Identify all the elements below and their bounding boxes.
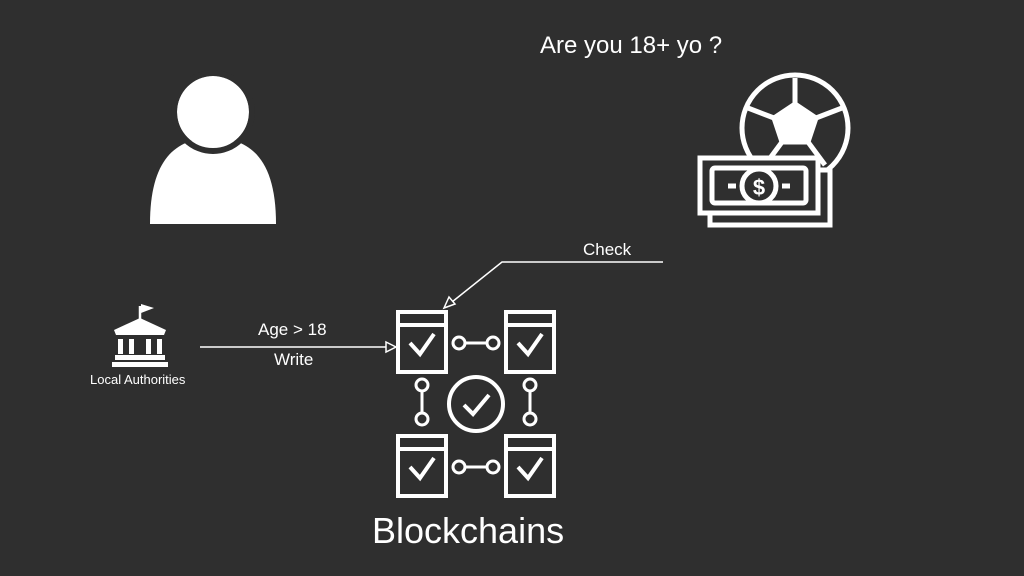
age-question: Are you 18+ yo ? xyxy=(540,32,723,59)
age-condition-label: Age > 18 xyxy=(258,320,327,339)
check-arrow xyxy=(442,261,663,310)
block-top-right xyxy=(504,310,556,374)
svg-text:$: $ xyxy=(753,175,765,200)
check-label: Check xyxy=(583,240,632,259)
write-arrow xyxy=(200,340,398,354)
write-label: Write xyxy=(274,350,314,369)
chain-links xyxy=(414,335,538,475)
blockchain-network-icon xyxy=(396,310,556,498)
government-building-icon xyxy=(112,304,168,367)
user-icon xyxy=(150,70,276,224)
block-bottom-right xyxy=(504,434,556,498)
block-bottom-left xyxy=(396,434,448,498)
blockchains-title: Blockchains xyxy=(372,510,565,551)
block-top-left xyxy=(396,310,448,374)
center-check-circle xyxy=(447,375,505,433)
local-authorities-label: Local Authorities xyxy=(90,372,186,387)
soccer-ball-money-icon: $ xyxy=(697,72,851,228)
